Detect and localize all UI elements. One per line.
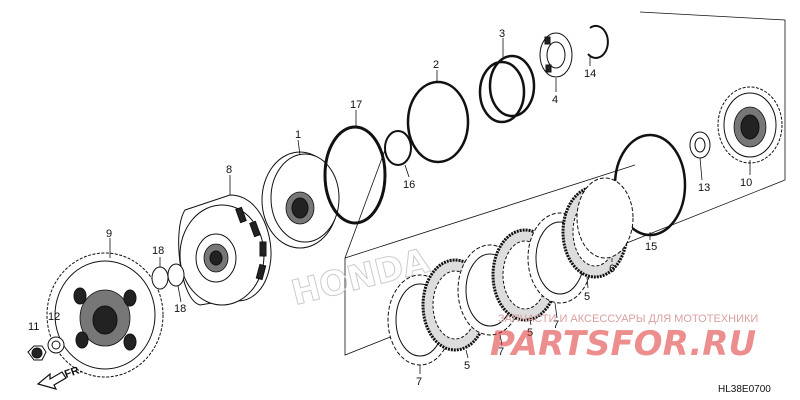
- leader-lines: [109, 38, 751, 374]
- part-12-washer: [47, 336, 65, 354]
- callout-11: 11: [28, 321, 39, 333]
- callout-10: 10: [740, 177, 752, 189]
- callout-7a: 7: [416, 376, 422, 388]
- callout-5c: 5: [584, 291, 590, 303]
- part-17-seal: [323, 125, 387, 225]
- part-18-ring-b: [167, 263, 185, 287]
- watermark-tagline: ЗАПЧАСТИ И АКСЕССУАРЫ ДЛЯ МОТОТЕХНИКИ: [498, 313, 758, 325]
- callout-12: 12: [48, 311, 60, 323]
- front-direction-arrow: FR.: [36, 363, 84, 390]
- callout-8: 8: [226, 164, 232, 176]
- part-3-spring-rings: [478, 54, 536, 124]
- callout-7b: 7: [498, 346, 504, 358]
- callout-17: 17: [350, 99, 362, 111]
- direction-label: FR.: [63, 363, 84, 380]
- callout-18b: 18: [174, 303, 186, 315]
- part-2-snap-ring: [406, 80, 470, 164]
- assembly-frame: [344, 11, 786, 356]
- callout-6: 6: [609, 263, 615, 275]
- part-10-gear: [717, 86, 783, 164]
- part-16-snap-ring: [384, 130, 412, 166]
- callout-18a: 18: [152, 245, 164, 257]
- diagram-code: HL38E0700: [718, 384, 771, 395]
- part-13-washer: [689, 131, 711, 159]
- part-18-ring-a: [151, 266, 169, 290]
- part-8-clutch-drum: [178, 194, 272, 306]
- part-14-circlip: [587, 25, 609, 59]
- callout-4: 4: [552, 94, 558, 106]
- callout-14: 14: [584, 68, 596, 80]
- watermark: ЗАПЧАСТИ И АКСЕССУАРЫ ДЛЯ МОТОТЕХНИКИ PA…: [490, 313, 758, 364]
- callout-9: 9: [106, 228, 112, 240]
- part-1-piston: [261, 151, 340, 249]
- clutch-plate-6: [576, 177, 634, 259]
- callout-2: 2: [433, 59, 439, 71]
- watermark-brand: PARTSFOR.RU: [490, 324, 756, 364]
- callout-13: 13: [698, 182, 710, 194]
- callout-5b: 5: [527, 327, 533, 339]
- callout-15: 15: [645, 241, 657, 253]
- part-4-retainer: [539, 32, 573, 78]
- callouts: 1 2 3 4 5 5 5 6 7 7 7 8 9 10 11 12 13 14…: [28, 28, 752, 388]
- callout-16: 16: [403, 179, 415, 191]
- callout-3: 3: [499, 28, 505, 40]
- part-11-nut: [27, 345, 47, 361]
- callout-7c: 7: [553, 319, 559, 331]
- part-9-drive-gear: [46, 252, 164, 378]
- callout-1: 1: [295, 129, 301, 141]
- callout-5a: 5: [464, 360, 470, 372]
